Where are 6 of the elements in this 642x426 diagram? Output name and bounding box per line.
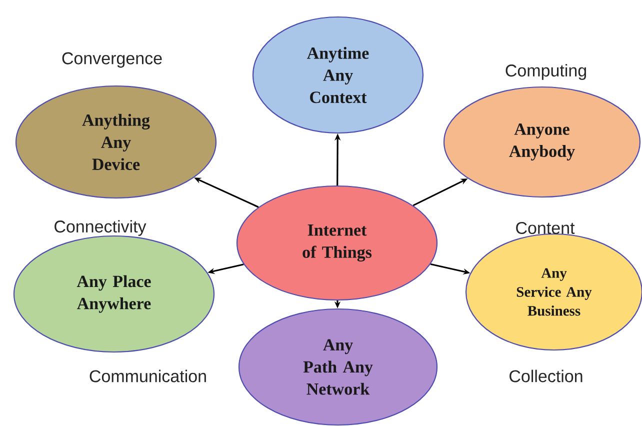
category-label: Connectivity bbox=[54, 220, 146, 236]
category-label: Convergence bbox=[62, 52, 162, 68]
category-label: Computing bbox=[506, 64, 586, 80]
category-label: Collection bbox=[510, 370, 582, 382]
category-label: Content bbox=[516, 222, 575, 234]
category-label: Communication bbox=[90, 370, 206, 382]
